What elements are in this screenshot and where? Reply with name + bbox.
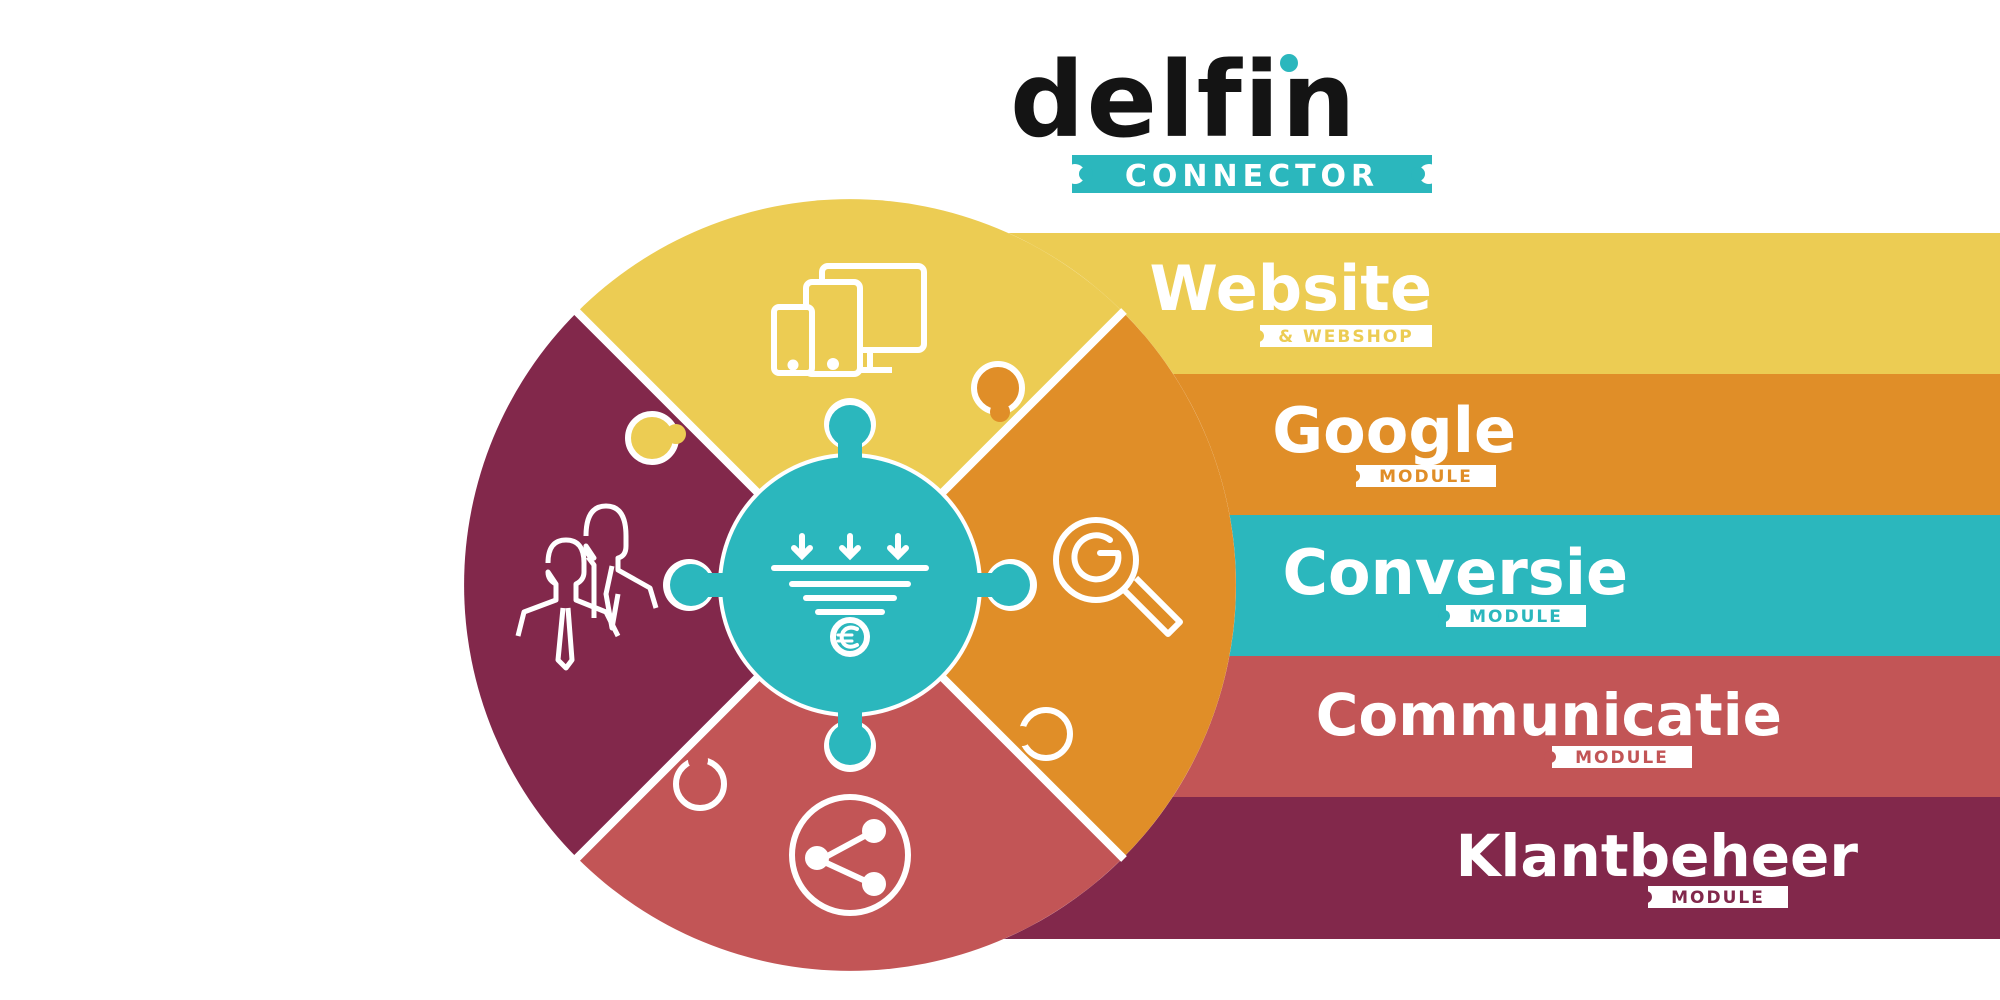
banner-klantbeheer: Klantbeheer MODULE: [1000, 797, 2000, 939]
conversion-funnel-euro-icon: [771, 533, 929, 657]
banner-subtitle: & WEBSHOP: [1278, 327, 1413, 347]
banner-subtitle: MODULE: [1671, 888, 1765, 908]
segment-klantbeheer: [464, 312, 850, 858]
puzzle-wheel: [464, 199, 1236, 971]
banner-subtitle: MODULE: [1575, 748, 1669, 768]
banner-subtitle: MODULE: [1379, 467, 1473, 487]
banner-title: Website: [1150, 252, 1432, 325]
brand-i-dot: [1280, 54, 1298, 72]
brand-tagline-badge: CONNECTOR: [1072, 155, 1432, 194]
banner-title: Communicatie: [1316, 681, 1782, 749]
banner-subtitle: MODULE: [1469, 607, 1563, 627]
banner-website: Website & WEBSHOP: [1000, 233, 2000, 375]
banner-title: Conversie: [1283, 536, 1628, 609]
segment-website: [577, 199, 1123, 586]
segment-google: [850, 312, 1236, 858]
google-search-icon: [1053, 517, 1183, 637]
banner-title: Klantbeheer: [1456, 822, 1859, 890]
devices-icon: [771, 263, 927, 377]
delfin-connector-logo: delfin CONNECTOR: [1010, 48, 1440, 198]
share-icon: [789, 794, 911, 916]
people-icon: [515, 503, 659, 671]
brand-tagline: CONNECTOR: [1125, 159, 1379, 194]
banner-title: Google: [1272, 394, 1516, 467]
puzzle-knobs: [625, 361, 1073, 811]
brand-name: delfin: [1010, 39, 1358, 161]
segment-communicatie: [577, 585, 1123, 971]
